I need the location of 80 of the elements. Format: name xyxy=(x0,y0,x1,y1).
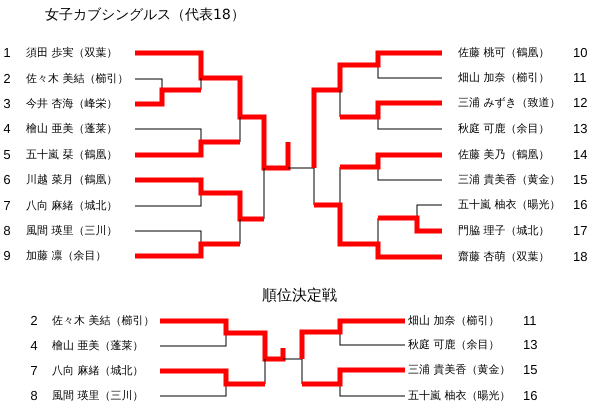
bracket-line xyxy=(340,384,406,396)
bracket-line xyxy=(340,332,406,346)
seed-number: 5 xyxy=(3,148,11,162)
seed-number: 10 xyxy=(573,46,588,60)
player-name: 秋庭 可鹿（余目） xyxy=(458,122,550,136)
player-name: 風間 瑛里（三川） xyxy=(26,224,118,238)
seed-number: 11 xyxy=(573,71,586,85)
player-name: 檜山 亜美（蓬莱） xyxy=(52,339,144,353)
seed-number: 4 xyxy=(30,339,38,353)
bracket-line xyxy=(378,116,442,130)
bracket-line xyxy=(288,50,442,168)
bracket-line xyxy=(134,128,202,142)
player-name: 今井 杏海（峰栄） xyxy=(26,97,118,111)
player-name: 五十嵐 柚衣（暘光） xyxy=(458,198,560,212)
bracket-line xyxy=(135,50,290,170)
seed-number: 13 xyxy=(523,338,538,352)
section-heading: 順位決定戦 xyxy=(262,286,337,304)
seed-number: 15 xyxy=(523,363,538,377)
player-name: 八向 麻緒（城北） xyxy=(52,364,144,378)
player-name: 秋庭 可鹿（余目） xyxy=(408,338,500,352)
bracket-line xyxy=(135,168,264,222)
player-name: 五十嵐 栞（鶴凰） xyxy=(26,148,118,162)
bracket-line xyxy=(135,116,240,158)
player-name: 佐藤 桃可（鶴凰） xyxy=(458,46,550,60)
seed-number: 18 xyxy=(573,250,588,264)
player-name: 五十嵐 柚衣（暘光） xyxy=(408,389,510,403)
bracket-line xyxy=(160,318,286,362)
bracket-line xyxy=(340,90,442,120)
seed-number: 11 xyxy=(523,314,536,328)
bracket-line xyxy=(160,358,266,386)
seed-number: 8 xyxy=(3,224,11,238)
seed-number: 7 xyxy=(3,199,11,213)
player-name: 佐々木 美結（櫛引） xyxy=(52,314,154,328)
bracket-line xyxy=(378,64,442,78)
player-name: 畑山 加奈（櫛引） xyxy=(408,314,500,328)
bracket-line xyxy=(135,78,202,106)
bracket-line xyxy=(416,204,442,218)
player-name: 齋藤 杏萌（双葉） xyxy=(458,250,550,264)
player-name: 檜山 亜美（蓬莱） xyxy=(26,122,118,136)
seed-number: 12 xyxy=(573,96,588,110)
bracket-line xyxy=(134,192,202,206)
seed-number: 1 xyxy=(3,46,11,60)
player-name: 佐々木 美結（櫛引） xyxy=(26,72,128,86)
seed-number: 3 xyxy=(3,97,11,111)
seed-number: 4 xyxy=(3,122,11,136)
bracket-line xyxy=(160,384,226,396)
seed-number: 15 xyxy=(573,173,588,187)
bracket-line xyxy=(302,358,405,386)
seed-number: 8 xyxy=(30,389,38,403)
bracket-line xyxy=(378,216,442,244)
seed-number: 13 xyxy=(573,122,588,136)
seed-number: 6 xyxy=(3,173,11,187)
seed-number: 16 xyxy=(523,389,538,403)
player-name: 川越 菜月（鶴凰） xyxy=(26,173,118,187)
player-name: 畑山 加奈（櫛引） xyxy=(458,71,550,85)
bracket-line xyxy=(160,332,226,346)
player-name: 三浦 みずき（致道） xyxy=(458,96,560,110)
seed-number: 17 xyxy=(573,224,588,238)
player-name: 門脇 理子（城北） xyxy=(458,224,550,238)
player-name: 佐藤 美乃（鶴凰） xyxy=(458,148,550,162)
bracket-line xyxy=(134,78,162,90)
seed-number: 9 xyxy=(3,249,11,263)
bracket-line xyxy=(378,166,442,180)
player-name: 三浦 貴美香（黄金） xyxy=(458,173,560,187)
bracket-line xyxy=(282,318,405,360)
seed-number: 2 xyxy=(3,72,11,86)
player-name: 三浦 貴美香（黄金） xyxy=(408,363,510,377)
bracket-line xyxy=(135,218,240,258)
bracket-line xyxy=(134,230,202,244)
bracket-line xyxy=(340,152,442,206)
seed-number: 2 xyxy=(30,314,38,328)
seed-number: 16 xyxy=(573,198,588,212)
player-name: 須田 歩実（双葉） xyxy=(26,46,118,60)
seed-number: 7 xyxy=(30,364,38,378)
seed-number: 14 xyxy=(573,148,588,162)
player-name: 加藤 凛（余目） xyxy=(26,249,106,263)
player-name: 八向 麻緒（城北） xyxy=(26,199,118,213)
bracket-line xyxy=(314,168,442,260)
player-name: 風間 瑛里（三川） xyxy=(52,389,144,403)
diagram-title: 女子カブシングルス（代表18） xyxy=(45,6,245,24)
